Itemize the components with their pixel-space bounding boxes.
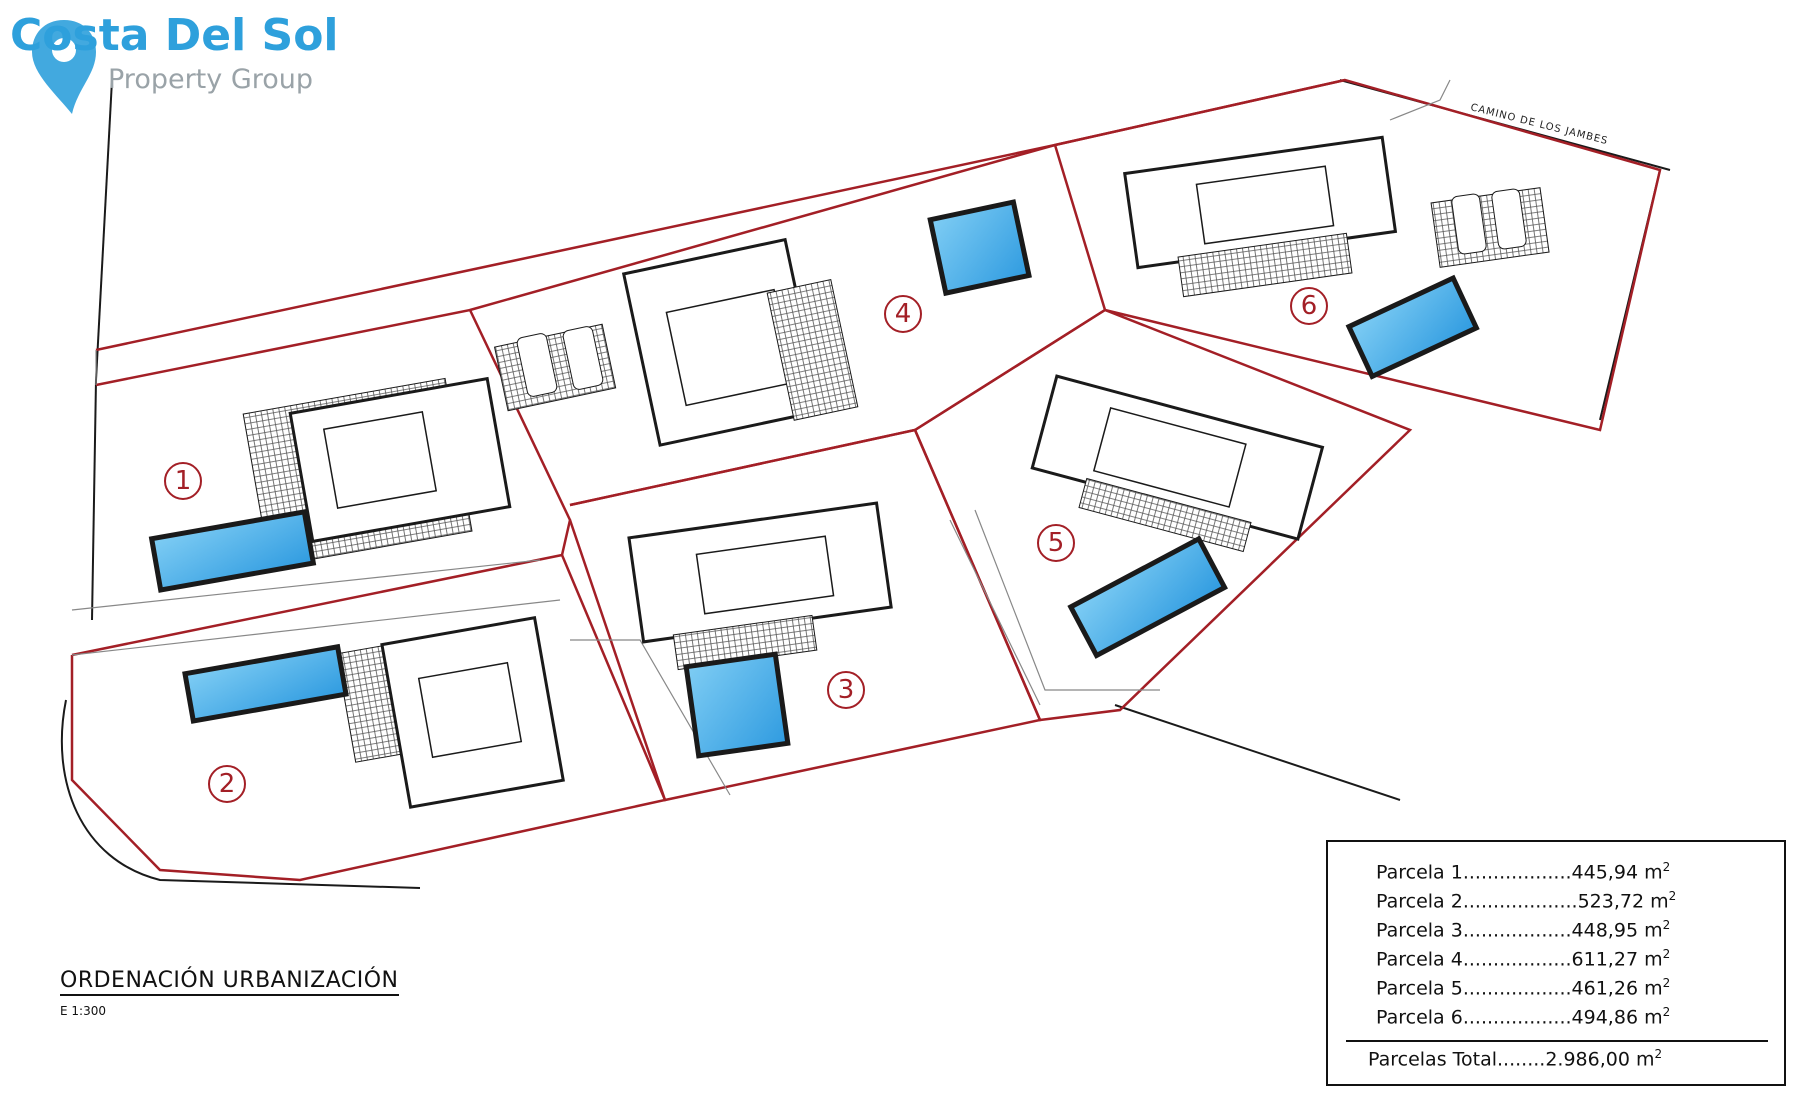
- area-dots: ........: [1497, 1048, 1546, 1071]
- drawing-scale: E 1:300: [60, 1004, 106, 1018]
- house-1: [148, 376, 512, 593]
- plot-number-3: 3: [827, 671, 865, 709]
- logo-title: Costa Del Sol: [10, 10, 339, 61]
- area-dots: ...................: [1462, 890, 1578, 913]
- area-value: 494,86 m: [1571, 1006, 1663, 1029]
- plot-number-5: 5: [1037, 524, 1075, 562]
- area-label: Parcela 6: [1376, 1006, 1463, 1029]
- area-value: 448,95 m: [1571, 919, 1663, 942]
- plot-number-label: 3: [838, 675, 855, 705]
- area-label: Parcela 1: [1376, 861, 1463, 884]
- area-unit-superscript: 2: [1662, 918, 1671, 932]
- area-dots: ..................: [1462, 861, 1572, 884]
- plot-number-label: 2: [219, 769, 236, 799]
- area-row-4: Parcela 4..................611,27 m2: [1376, 947, 1670, 970]
- area-row-5: Parcela 5..................461,26 m2: [1376, 976, 1670, 999]
- plot-number-label: 6: [1301, 291, 1318, 321]
- plot-number-6: 6: [1290, 287, 1328, 325]
- area-unit-superscript: 2: [1662, 947, 1671, 961]
- area-row-6: Parcela 6..................494,86 m2: [1376, 1005, 1670, 1028]
- map-pin-icon: [32, 20, 96, 114]
- area-unit-superscript: 2: [1654, 1047, 1663, 1061]
- street-label: CAMINO DE LOS JAMBES: [1469, 102, 1609, 147]
- area-label: Parcela 2: [1376, 890, 1463, 913]
- area-total-value: 2.986,00 m: [1545, 1048, 1655, 1071]
- brand-logo: Costa Del Sol Property Group: [8, 10, 339, 120]
- area-unit-superscript: 2: [1662, 976, 1671, 990]
- plot-area-table: Parcela 1..................445,94 m2 Par…: [1326, 840, 1786, 1086]
- plot-number-2: 2: [208, 765, 246, 803]
- area-row-3: Parcela 3..................448,95 m2: [1376, 918, 1670, 941]
- house-3: [627, 501, 893, 759]
- plot-boundaries: [70, 78, 1662, 882]
- drawing-title: ORDENACIÓN URBANIZACIÓN: [60, 968, 399, 996]
- area-dots: ..................: [1462, 948, 1572, 971]
- area-dots: ..................: [1462, 977, 1572, 1000]
- logo-subtitle: Property Group: [108, 64, 314, 95]
- area-label: Parcela 3: [1376, 919, 1463, 942]
- house-2: [182, 615, 565, 809]
- area-dots: ..................: [1462, 1006, 1572, 1029]
- house-5: [1030, 374, 1325, 659]
- area-row-1: Parcela 1..................445,94 m2: [1376, 860, 1670, 883]
- plot-number-1: 1: [164, 462, 202, 500]
- area-unit-superscript: 2: [1662, 1005, 1671, 1019]
- area-value: 461,26 m: [1571, 977, 1663, 1000]
- area-value: 523,72 m: [1577, 890, 1669, 913]
- plot-number-4: 4: [884, 295, 922, 333]
- table-divider: [1346, 1040, 1768, 1042]
- house-6: [1123, 135, 1550, 380]
- area-unit-superscript: 2: [1662, 860, 1671, 874]
- area-label: Parcela 5: [1376, 977, 1463, 1000]
- area-label: Parcela 4: [1376, 948, 1463, 971]
- area-value: 445,94 m: [1571, 861, 1663, 884]
- plot-number-label: 5: [1048, 528, 1065, 558]
- area-dots: ..................: [1462, 919, 1572, 942]
- plot-number-label: 4: [895, 299, 912, 329]
- area-value: 611,27 m: [1571, 948, 1663, 971]
- house-4: [493, 199, 1032, 447]
- area-total-label: Parcelas Total: [1368, 1048, 1498, 1071]
- driveways: [71, 79, 1451, 796]
- area-unit-superscript: 2: [1668, 889, 1677, 903]
- area-row-2: Parcela 2...................523,72 m2: [1376, 889, 1676, 912]
- plot-number-label: 1: [175, 466, 192, 496]
- area-total-row: Parcelas Total........2.986,00 m2: [1368, 1047, 1662, 1070]
